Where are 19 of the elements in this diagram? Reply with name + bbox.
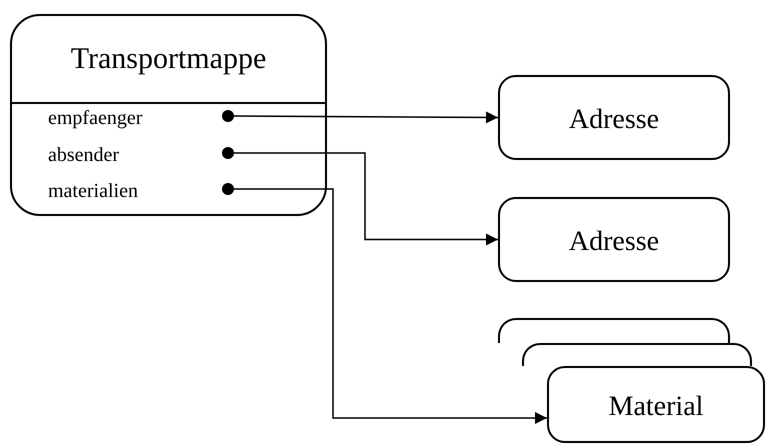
entity-name: Adresse — [568, 102, 660, 136]
connector-arrow — [234, 152, 498, 246]
entity-name: Material — [608, 390, 704, 424]
stacked-box — [522, 343, 752, 366]
connector-arrow — [234, 188, 547, 424]
connector-dot — [222, 110, 234, 122]
entity-box — [547, 366, 765, 443]
attribute-name: materialien — [48, 179, 138, 203]
entity-box — [498, 75, 730, 160]
attribute-name: empfaenger — [48, 106, 142, 130]
connector-arrow — [234, 111, 498, 124]
connector-dot — [222, 183, 234, 195]
attribute-name: absender — [48, 143, 120, 167]
connector-dot — [222, 147, 234, 159]
class-title: Transportmappe — [70, 42, 268, 76]
class-box — [10, 14, 327, 216]
stacked-box — [498, 318, 730, 343]
entity-box — [498, 197, 730, 282]
entity-name: Adresse — [568, 224, 660, 258]
